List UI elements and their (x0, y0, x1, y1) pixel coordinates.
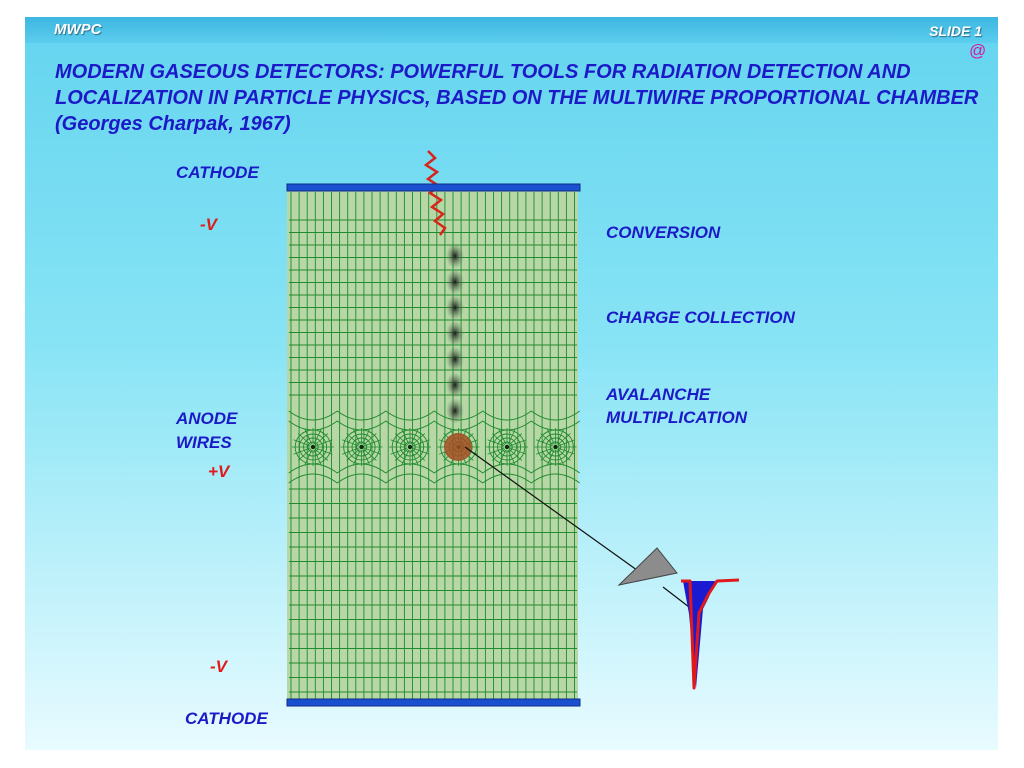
signal-lead (464, 446, 642, 574)
anode-label-line1: ANODE (176, 409, 238, 428)
avalanche-region (444, 433, 472, 461)
cathode-bottom-voltage: -V (210, 657, 227, 676)
anode-wire (486, 428, 528, 466)
ionization-cluster (446, 243, 464, 269)
cathode-top-label: CATHODE (176, 163, 259, 182)
ionization-cluster (446, 268, 464, 295)
ionization-cluster (446, 320, 464, 347)
avalanche-label-line2: MULTIPLICATION (606, 408, 748, 427)
cathode-top-voltage: -V (200, 215, 217, 234)
amplifier-output (662, 586, 690, 608)
cathode-bottom-label: CATHODE (185, 709, 268, 728)
slide-number: SLIDE 1 (929, 23, 982, 39)
equipotential-curve (288, 463, 581, 474)
anode-wire (534, 428, 577, 466)
anode-wire (389, 428, 431, 466)
header-bar: MWPC SLIDE 1 (25, 17, 998, 43)
equipotential-curve (288, 420, 581, 431)
slide-title: MODERN GASEOUS DETECTORS: POWERFUL TOOLS… (55, 61, 979, 135)
conversion-label: CONVERSION (606, 223, 721, 242)
mwpc-diagram (286, 150, 740, 707)
anode-label-line2: WIRES (176, 433, 232, 452)
ionization-cluster (446, 294, 464, 321)
equipotential-curve (288, 473, 581, 484)
avalanche-label-line1: AVALANCHE (606, 385, 711, 404)
ionization-cluster (446, 346, 464, 373)
equipotential-curve (288, 410, 581, 421)
header-title: MWPC (54, 21, 102, 38)
anode-wire-plane (292, 428, 577, 466)
ionization-track (446, 243, 464, 424)
anode-wire (340, 428, 383, 466)
amplifier-triangle-icon (617, 547, 678, 586)
ionization-cluster (446, 372, 464, 398)
charge-collection-label: CHARGE COLLECTION (606, 308, 795, 327)
photon-wave-icon (423, 150, 447, 236)
cathode-bottom-plane (286, 698, 581, 707)
cathode-top-plane (286, 183, 581, 192)
chamber-gas-volume (287, 189, 578, 701)
anode-voltage: +V (208, 462, 230, 481)
anode-wire (292, 428, 334, 466)
corner-link-icon[interactable]: @ (968, 41, 986, 60)
ionization-cluster (446, 397, 464, 424)
signal-pulse-icon (681, 578, 740, 690)
slide: MWPC SLIDE 1 @ MODERN GASEOUS DETECTORS:… (25, 17, 998, 750)
field-lines (288, 192, 581, 699)
